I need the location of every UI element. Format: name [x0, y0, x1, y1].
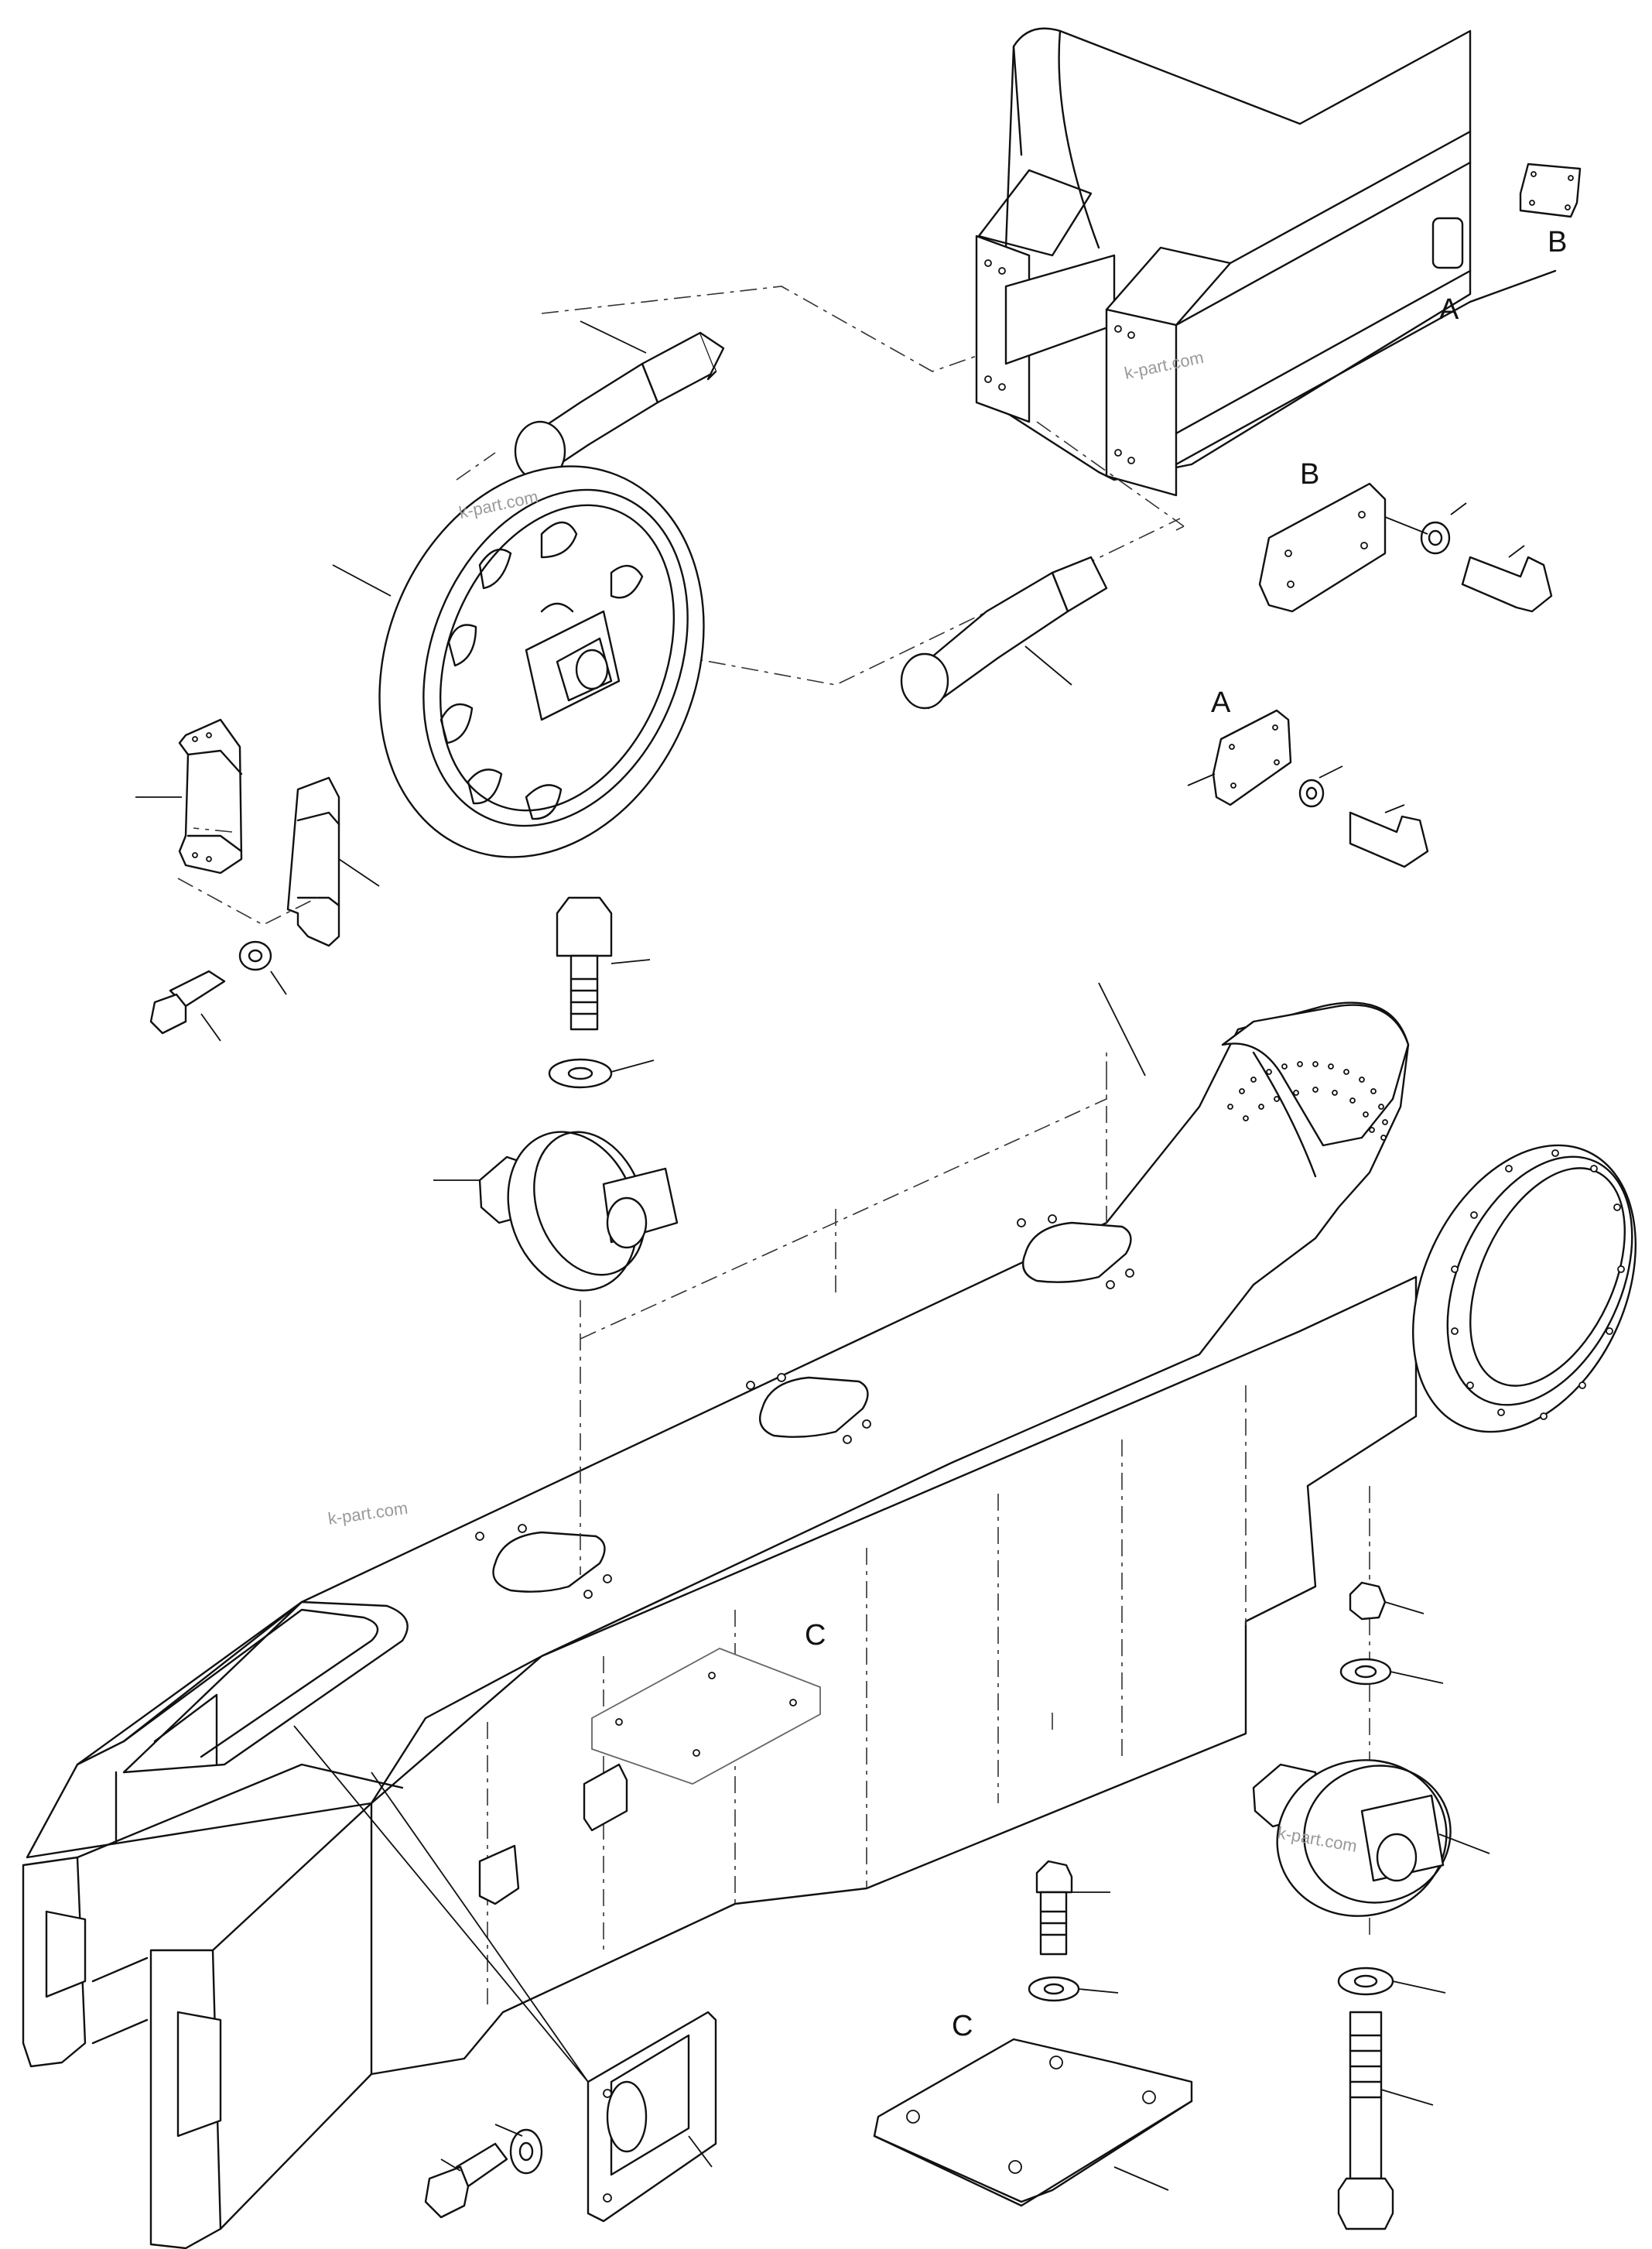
label-c-upper: C [805, 1619, 826, 1652]
label-b-lower: B [1300, 458, 1319, 491]
track-frame-main [22, 982, 1637, 2249]
bolt-washer-left [149, 940, 287, 1042]
end-plate-lower-left [293, 1725, 717, 2223]
idler-shaft-lower [900, 556, 1108, 710]
guide-plate-left-a [135, 718, 243, 875]
idler-shaft-upper [514, 320, 725, 482]
cover-plate-b-upper [1519, 163, 1582, 218]
ring-holes [1451, 1149, 1625, 1420]
label-a-lower: A [1211, 686, 1231, 719]
label-a-upper: A [1439, 293, 1459, 326]
track-roller-lower-right [1252, 1581, 1490, 2230]
cover-plate-a-lower [1187, 709, 1429, 868]
cover-plate-b-lower [1258, 482, 1553, 613]
label-c-lower: C [952, 2010, 973, 2042]
idler-wheel [332, 465, 705, 858]
guide-plate-left-b [286, 776, 380, 947]
label-b-upper: B [1548, 226, 1567, 258]
carrier-roller-upper [433, 1131, 679, 1292]
watermark-3: k-part.com [327, 1498, 409, 1528]
frame-top-pockets [475, 1214, 1134, 1599]
housing-holes [1227, 1061, 1388, 1141]
cover-plate-c-lower [873, 1860, 1193, 2207]
front-frame-assembly [975, 27, 1557, 497]
carrier-roller-bolt [548, 896, 655, 1089]
